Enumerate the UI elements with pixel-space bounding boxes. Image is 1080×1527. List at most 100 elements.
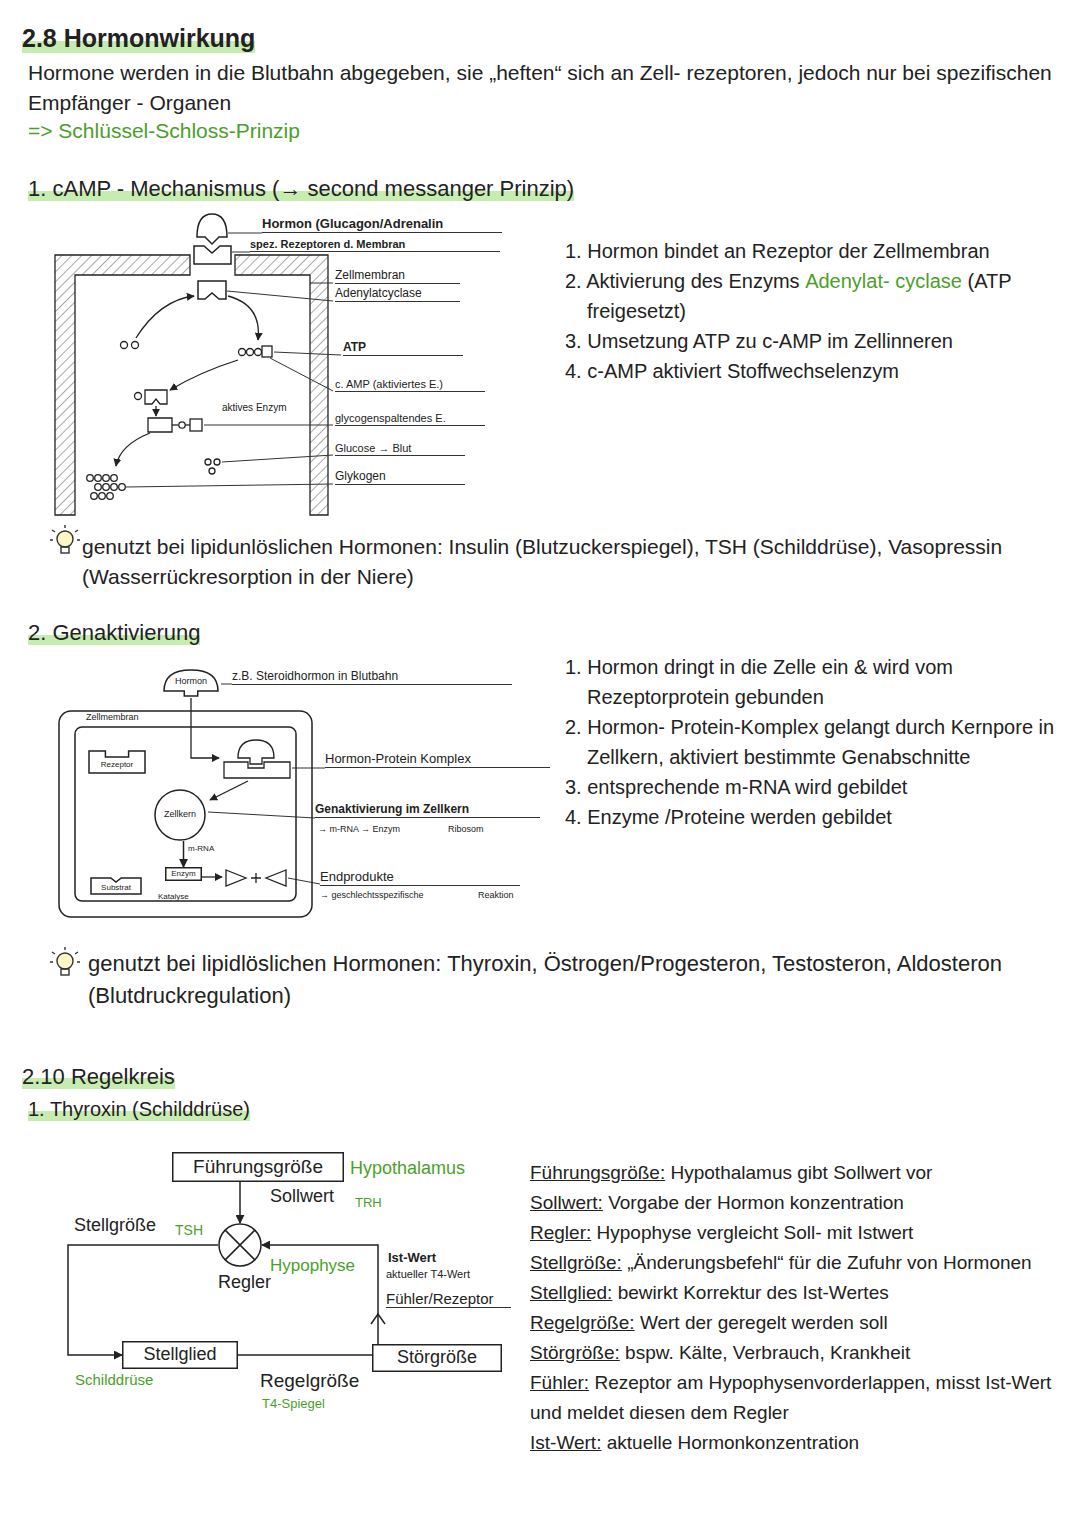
shape-outline <box>219 1224 261 1266</box>
camp-cell-illustration <box>121 342 128 349</box>
camp-cell-illustration <box>103 484 110 491</box>
leader-line <box>208 812 315 818</box>
section-heading: 2.10 Regelkreis <box>22 1064 175 1089</box>
shape-outline <box>59 711 312 917</box>
definition-text: Regler: <box>530 1222 591 1243</box>
part-label: c. AMP (aktiviertes E.) <box>335 378 485 392</box>
definition-text: Stellglied: <box>530 1282 612 1303</box>
node-text: Stellglied <box>143 1345 216 1365</box>
text-paragraph: Führungsgröße:Hypothalamus gibt Sollwert… <box>530 1158 1075 1188</box>
camp-cell-illustration <box>111 484 118 491</box>
text-paragraph: 4. c-AMP aktiviert Stoffwechselenzym <box>565 356 1070 386</box>
definition-text: Ist-Wert: <box>530 1432 601 1453</box>
step-text: Adenylat- cyclase <box>805 270 962 292</box>
camp-cell-illustration <box>170 360 238 390</box>
connector-label: Regelgröße <box>258 1371 361 1392</box>
text-paragraph: Sollwert:Vorgabe der Hormon konzentratio… <box>530 1188 1075 1218</box>
lightbulb-icon <box>50 947 80 962</box>
section-heading: 2. Genaktivierung <box>28 620 200 645</box>
part-label: aktives Enzym <box>222 402 286 414</box>
definition-text: „Änderungsbefehl“ für die Zufuhr von Hor… <box>627 1252 1032 1273</box>
definition-text: bewirkt Korrektur des Ist-Wertes <box>618 1282 889 1303</box>
text-paragraph: 2. Hormon- Protein-Komplex gelangt durch… <box>565 712 1070 772</box>
camp-cell-illustration <box>135 393 142 400</box>
camp-cell-illustration <box>172 424 178 425</box>
note-text: Hormone werden in die Blutbahn abgegeben… <box>28 58 1058 118</box>
lightbulb-icon <box>61 547 69 553</box>
shape-outline <box>373 1345 502 1372</box>
section-heading: 1. cAMP - Mechanismus (→ second messange… <box>28 176 574 201</box>
shape-outline <box>89 751 145 773</box>
node-text: Rezeptor <box>101 761 133 770</box>
camp-cell-illustration <box>247 349 254 356</box>
connector-label: Stellgröße <box>72 1216 158 1236</box>
connector-label: Ist-Wert <box>386 1251 438 1265</box>
node-text: Hypophyse <box>270 1257 355 1276</box>
definition-text: Vorgabe der Hormon konzentration <box>608 1192 904 1213</box>
part-label: Hormon (Glucagon/Adrenalin <box>262 217 502 233</box>
part-label: TSH <box>175 1222 203 1238</box>
definition-text: Hypothalamus gibt Sollwert vor <box>671 1162 933 1183</box>
lightbulb-icon <box>61 969 69 975</box>
text-paragraph: Stellglied: bewirkt Korrektur des Ist-Wer… <box>530 1278 1075 1308</box>
camp-cell-illustration <box>179 422 185 428</box>
camp-cell-illustration <box>198 281 226 299</box>
node-text: Hormon <box>175 677 207 687</box>
camp-cell-illustration <box>136 296 194 338</box>
note-text: genutzt bei lipidunlöslichen Hormonen: I… <box>82 532 1072 592</box>
camp-cell-illustration <box>255 349 262 356</box>
text-paragraph: Störgröße:bspw. Kälte, Verbrauch, Krankh… <box>530 1338 1075 1368</box>
node-text: Substrat <box>101 884 131 893</box>
lightbulb-icon <box>50 525 80 553</box>
camp-cell-illustration <box>239 349 246 356</box>
steroid-cell-illustration <box>191 698 290 886</box>
part-label: → m-RNA → Enzym <box>318 824 400 834</box>
camp-cell-illustration <box>111 475 118 482</box>
step-text: 3. entsprechende m-RNA wird gebildet <box>565 776 907 798</box>
part-label: => Schlüssel-Schloss-Prinzip <box>28 119 300 143</box>
steroid-cell-illustration <box>210 781 248 800</box>
steroid-cell-illustration <box>226 870 246 886</box>
step-text: 1. Hormon bindet an Rezeptor der Zellmem… <box>565 240 990 262</box>
camp-cell-illustration <box>197 214 227 244</box>
leader-line <box>222 455 333 462</box>
camp-cell-illustration <box>91 493 98 500</box>
connector <box>68 1245 218 1355</box>
hormone-shape: Hormon <box>163 669 219 697</box>
text-paragraph: 3. Umsetzung ATP zu c-AMP im Zellinneren <box>565 326 1070 356</box>
camp-cell-illustration <box>99 493 106 500</box>
part-label: spez. Rezeptoren d. Membran <box>250 238 500 252</box>
step-text: 4. c-AMP aktiviert Stoffwechselenzym <box>565 360 899 382</box>
leader-line <box>274 352 341 355</box>
camp-cell-illustration <box>228 296 258 340</box>
leader-line <box>270 358 333 391</box>
connector-label: Sollwert <box>268 1187 336 1207</box>
part-label: aktueller T4-Wert <box>386 1268 470 1281</box>
part-label: Glykogen <box>335 470 465 485</box>
text-paragraph: 4. Enzyme /Proteine werden gebildet <box>565 802 1070 832</box>
text-paragraph: Fühler:Rezeptor am Hypophysenvorderlappe… <box>530 1368 1075 1428</box>
text-paragraph: 1. Hormon bindet an Rezeptor der Zellmem… <box>565 236 1070 266</box>
node-text: Schilddrüse <box>75 1372 153 1389</box>
lightbulb-icon <box>50 947 80 975</box>
enzyme-box: Enzym <box>165 867 202 881</box>
text-paragraph: Ist-Wert:aktuelle Hormonkonzentration <box>530 1428 1075 1458</box>
camp-cell-illustration <box>262 346 272 357</box>
part-label: Glucose → Blut <box>335 442 465 456</box>
step-text: 4. Enzyme /Proteine werden gebildet <box>565 806 892 828</box>
definition-text: Rezeptor am Hypophysenvorderlappen, miss… <box>530 1372 1051 1423</box>
camp-cell-illustration <box>55 214 328 515</box>
shape-outline <box>218 1223 262 1267</box>
camp-cell-illustration <box>95 475 102 482</box>
camp-cell-illustration <box>155 406 156 416</box>
node-text: Störgröße <box>397 1348 477 1368</box>
camp-cell-illustration <box>209 468 215 474</box>
leader-line <box>228 233 262 234</box>
definition-text: bspw. Kälte, Verbrauch, Krankheit <box>625 1342 910 1363</box>
shape-outline <box>173 1153 344 1182</box>
camp-cell-illustration <box>55 255 190 515</box>
connector <box>183 841 185 867</box>
text-column: 1. Hormon bindet an Rezeptor der Zellmem… <box>565 236 1070 386</box>
connector <box>238 1354 372 1356</box>
part-label: Hormon-Protein Komplex <box>325 752 550 768</box>
